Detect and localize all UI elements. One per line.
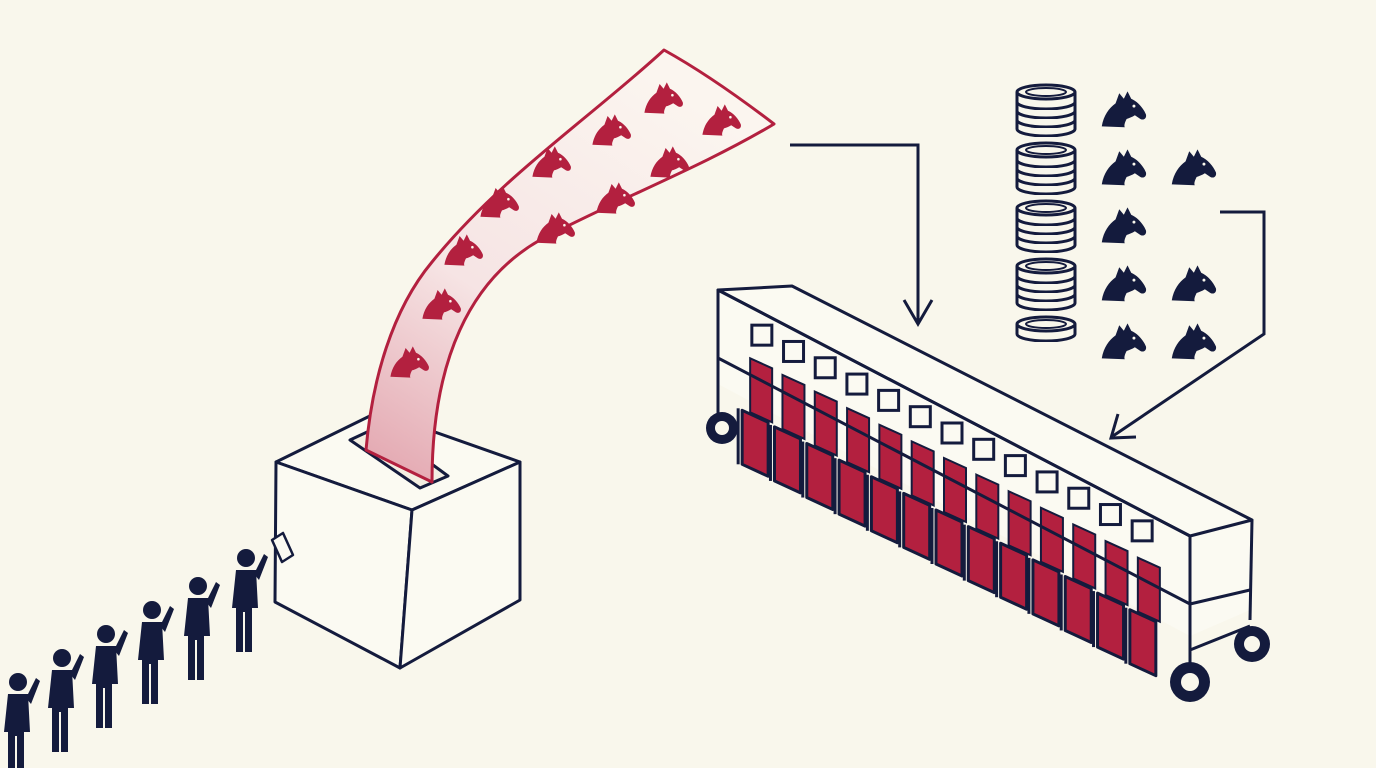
gate-wheel-back-right [1234,626,1270,662]
tote-window [782,339,806,363]
gate-stall [1072,522,1097,591]
pool-horse-icon [1101,91,1147,128]
gate-stall [1007,489,1032,557]
voter-person-icon [4,673,40,768]
ballot-slip [270,531,295,564]
gate-stall [910,439,935,507]
gate-door [902,491,932,561]
pool-horse-icon [1171,323,1217,360]
coin [1015,257,1077,284]
coin [1015,199,1077,226]
pool-horse-group [1101,91,1217,360]
voter-person-icon [92,625,128,728]
pool-horse-icon [1101,323,1147,360]
pool-horse-icon [1101,149,1147,186]
coin-stack-icon [1015,199,1077,253]
tote-window [1067,486,1091,510]
tote-window [845,372,869,396]
gate-stall [1136,556,1161,624]
coin [1015,315,1077,342]
tote-window [1130,519,1154,543]
voter-person-icon [48,649,84,752]
coin-stack-icon [1015,315,1077,342]
gate-wheel-front-right [1170,662,1210,702]
gate-door [1128,608,1158,678]
gate-wheel-front-left [706,412,738,444]
gate-door [934,508,964,578]
gate-stall [943,456,967,524]
gate-stall [1104,539,1129,607]
voter-person-icon [138,601,174,704]
tote-window [908,405,932,429]
arrow-ballot-to-gate-head [902,299,934,327]
gate-door [869,475,899,545]
gate-stall [781,373,806,441]
gate-door [1063,574,1093,644]
tote-window [1003,454,1027,478]
tote-window [877,388,901,412]
pool-horse-icon [1171,149,1217,186]
gate-door [837,458,867,528]
tote-window [813,356,837,380]
gate-stall [975,473,1000,541]
voter-person-icon [184,577,220,680]
gate-door [772,425,802,495]
gate-stall [749,356,774,424]
tote-window [972,437,996,461]
arrow-pool-to-gate [1112,210,1266,438]
arrow-ballot-to-gate [790,143,920,322]
tote-window-group [750,323,1154,543]
gate-door [740,408,770,478]
tote-window [750,323,774,347]
pool-horse-icon [1101,207,1147,244]
arrow-pool-to-gate-head [1108,413,1137,440]
coin-stack-group [1015,83,1077,342]
gate-door [1096,591,1126,661]
voter-person-icon [232,549,268,652]
gate-door [966,525,996,595]
gate-door [805,442,835,512]
coin [1015,83,1077,110]
coin-stack-icon [1015,257,1077,311]
gate-door [999,541,1029,611]
gate-stall [878,423,903,491]
gate-door [1031,558,1061,628]
voter-queue [4,549,268,768]
gate-stall [1039,506,1064,574]
tote-window [1098,503,1122,527]
coin-stack-icon [1015,83,1077,137]
pool-horse-icon [1101,265,1147,302]
gate-stall [813,389,838,458]
coin [1015,141,1077,168]
tote-window [1035,470,1059,494]
gate-stall [846,406,871,474]
starting-gate [706,284,1270,702]
gate-stall-group [736,356,1161,678]
coin-stack-icon [1015,141,1077,195]
tote-window [940,421,964,445]
pool-horse-icon [1171,265,1217,302]
